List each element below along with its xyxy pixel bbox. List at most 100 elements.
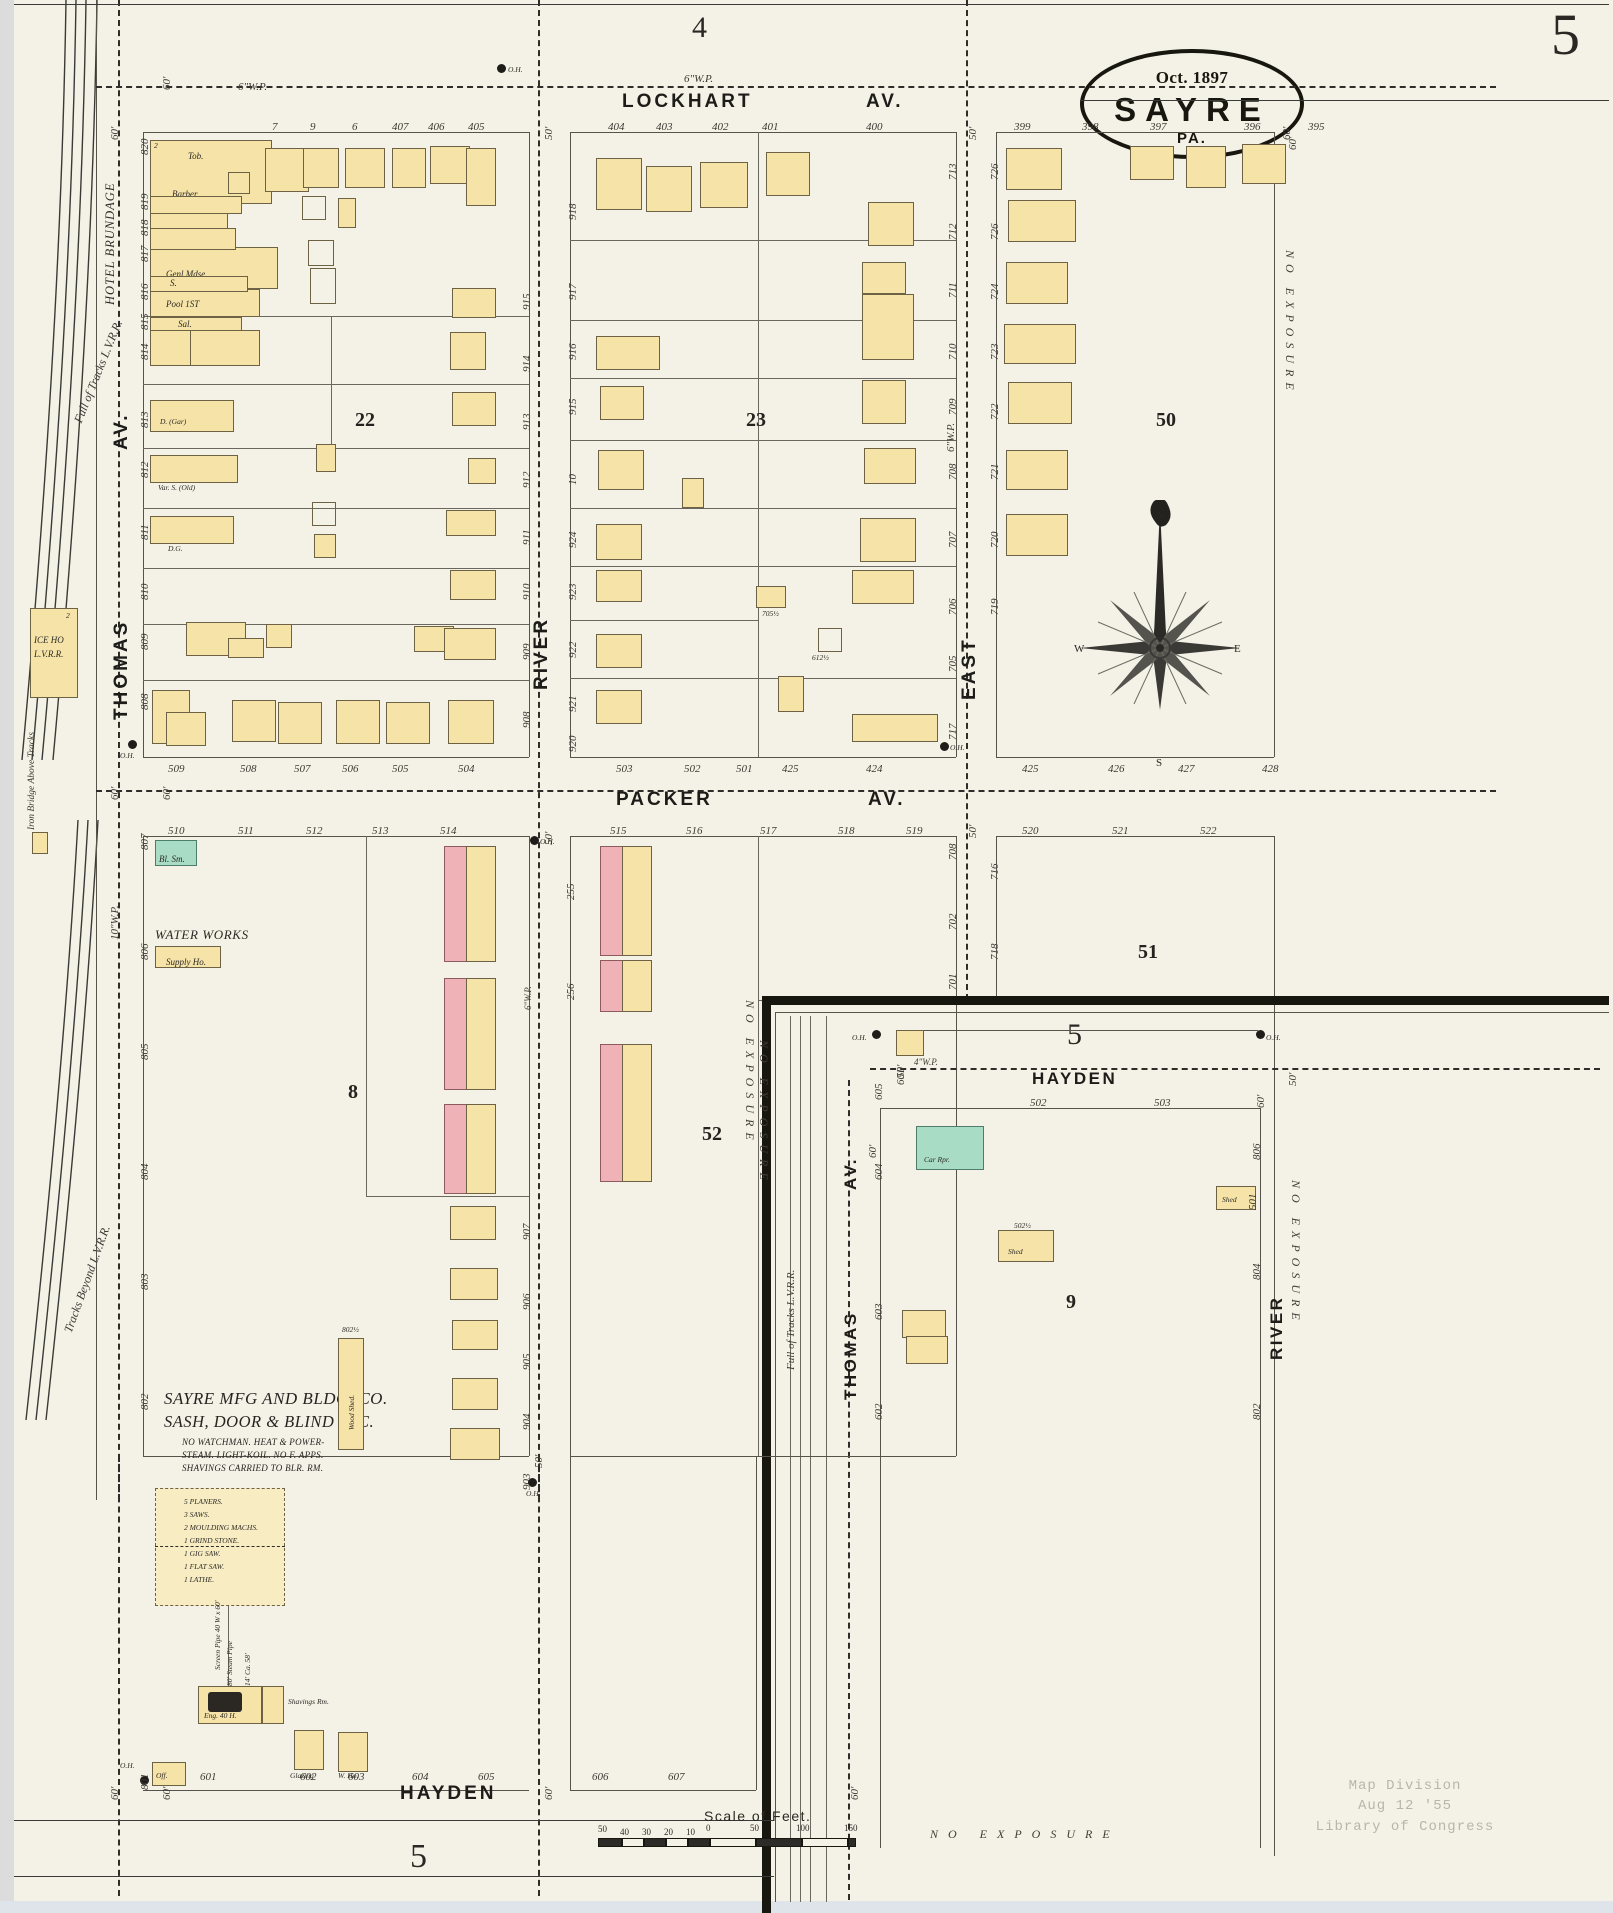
machinery-7: 1 LATHE. xyxy=(184,1575,215,1584)
addr-913: 913 xyxy=(521,413,533,431)
block-number-23: 23 xyxy=(746,409,766,431)
block23-left xyxy=(570,132,571,757)
lot-604: 604 xyxy=(412,1771,429,1783)
inset-inner-top xyxy=(775,1012,1609,1013)
lot-425: 425 xyxy=(782,763,799,775)
block22-left xyxy=(143,132,144,757)
lot-512: 512 xyxy=(306,825,323,837)
building-23p xyxy=(596,570,642,602)
street-label-lockhart-av: AV. xyxy=(866,91,904,112)
building-50g xyxy=(1004,324,1076,364)
compass-east-label: E xyxy=(1234,643,1241,655)
building-23c xyxy=(700,162,748,208)
building-52-row2b xyxy=(622,960,652,1012)
building-wood-shed xyxy=(338,1338,364,1450)
inset-width-4wp: 4"W.P. xyxy=(914,1057,938,1067)
building-23g xyxy=(862,294,914,360)
hydrant-label-5: O.H. xyxy=(852,1033,867,1042)
packer-thomas-60: 60' xyxy=(109,786,121,800)
building-23a xyxy=(596,158,642,210)
addr-701: 701 xyxy=(947,973,959,991)
block52-top xyxy=(570,836,956,837)
label-shed-2: Shed xyxy=(1222,1195,1237,1204)
building-52-row3b xyxy=(622,1044,652,1182)
addr-713: 713 xyxy=(947,163,959,181)
thomas-av-centerline xyxy=(118,0,120,1500)
hydrant-label-3: O.H. xyxy=(120,751,135,760)
thomas-bottom-centerline xyxy=(118,1456,120,1896)
addr-908: 908 xyxy=(521,711,533,729)
addr-719: 719 xyxy=(989,598,1001,616)
lockhart-width-60: 60' xyxy=(161,76,173,90)
building-50h xyxy=(1008,382,1072,424)
addr-818: 818 xyxy=(139,219,151,237)
addr-812: 812 xyxy=(139,461,151,479)
block-number-22: 22 xyxy=(355,409,375,431)
street-label-packer-av: AV. xyxy=(868,789,906,810)
lot-428: 428 xyxy=(1262,763,1279,775)
lot-404: 404 xyxy=(608,121,625,133)
addr-702: 702 xyxy=(947,913,959,931)
building-8c xyxy=(452,1320,498,1350)
addr-921: 921 xyxy=(567,695,579,713)
addr-819: 819 xyxy=(139,193,151,211)
firm-note-2: STEAM. LIGHT-KOIL. NO F. APPS. xyxy=(182,1450,324,1460)
machinery-5: 1 GIG SAW. xyxy=(184,1549,221,1558)
lot-513: 513 xyxy=(372,825,389,837)
addr-708: 708 xyxy=(947,463,959,481)
lot-395: 395 xyxy=(1308,121,1325,133)
scale-seg-7 xyxy=(756,1838,802,1847)
building-blacksmith xyxy=(155,840,197,866)
no-exposure-inset-right: NO EXPOSURE xyxy=(1289,1180,1303,1326)
thomas-width-60: 60' xyxy=(109,126,121,140)
building-23e xyxy=(868,202,914,246)
addr-709: 709 xyxy=(947,398,959,416)
block8-top xyxy=(143,836,529,837)
steam-pipe-line xyxy=(228,1606,229,1686)
block51-top xyxy=(996,836,1274,837)
compass-rose: N E W S xyxy=(1070,498,1250,770)
hydrant-label-4: O.H. xyxy=(540,837,555,846)
building-22p xyxy=(150,455,238,483)
building-s-room xyxy=(150,276,248,292)
building-main-factory xyxy=(155,1488,285,1606)
lot-406: 406 xyxy=(428,121,445,133)
building-x-22c xyxy=(310,268,336,304)
machinery-2: 3 SAWS. xyxy=(184,1510,210,1519)
building-22q xyxy=(316,444,336,472)
lot-426: 426 xyxy=(1108,763,1125,775)
no-exposure-right: NO EXPOSURE xyxy=(1283,250,1297,396)
addr-820: 820 xyxy=(139,138,151,156)
hayden-inset-centerline xyxy=(870,1068,1600,1070)
lot-504: 504 xyxy=(458,763,475,775)
block22-row2 xyxy=(143,384,529,385)
lot-425b: 425 xyxy=(1022,763,1039,775)
stamp-line-3: Library of Congress xyxy=(1315,1818,1495,1835)
title-cartouche: Oct. 1897 SAYRE PA. xyxy=(1080,49,1304,159)
thomas-width-10wp: 10"W.P. xyxy=(109,905,121,940)
scale-tick-40: 40 xyxy=(620,1827,629,1837)
lot-9: 9 xyxy=(310,121,316,133)
building-22c xyxy=(345,148,385,188)
label-612half: 612½ xyxy=(812,653,829,662)
building-23h xyxy=(596,336,660,370)
building-23r xyxy=(852,570,914,604)
addr-802: 802 xyxy=(139,1393,151,1411)
top-right-rule xyxy=(1080,100,1609,101)
addr-710: 710 xyxy=(947,343,959,361)
firm-note-1: NO WATCHMAN. HEAT & POWER- xyxy=(182,1437,325,1447)
block23-row7a xyxy=(570,620,758,621)
building-22s xyxy=(150,516,234,544)
stories-tob: 2 xyxy=(154,141,158,150)
block8-bottom xyxy=(143,1456,529,1457)
block-number-52: 52 xyxy=(702,1123,722,1145)
building-ice-house xyxy=(30,608,78,698)
lot-6: 6 xyxy=(352,121,358,133)
addr-805: 805 xyxy=(139,1043,151,1061)
addr-10: 10 xyxy=(567,474,579,485)
addr-705: 705 xyxy=(947,655,959,673)
hydrant-label-1: O.H. xyxy=(508,65,523,74)
building-22d xyxy=(392,148,426,188)
building-23i xyxy=(600,386,644,420)
